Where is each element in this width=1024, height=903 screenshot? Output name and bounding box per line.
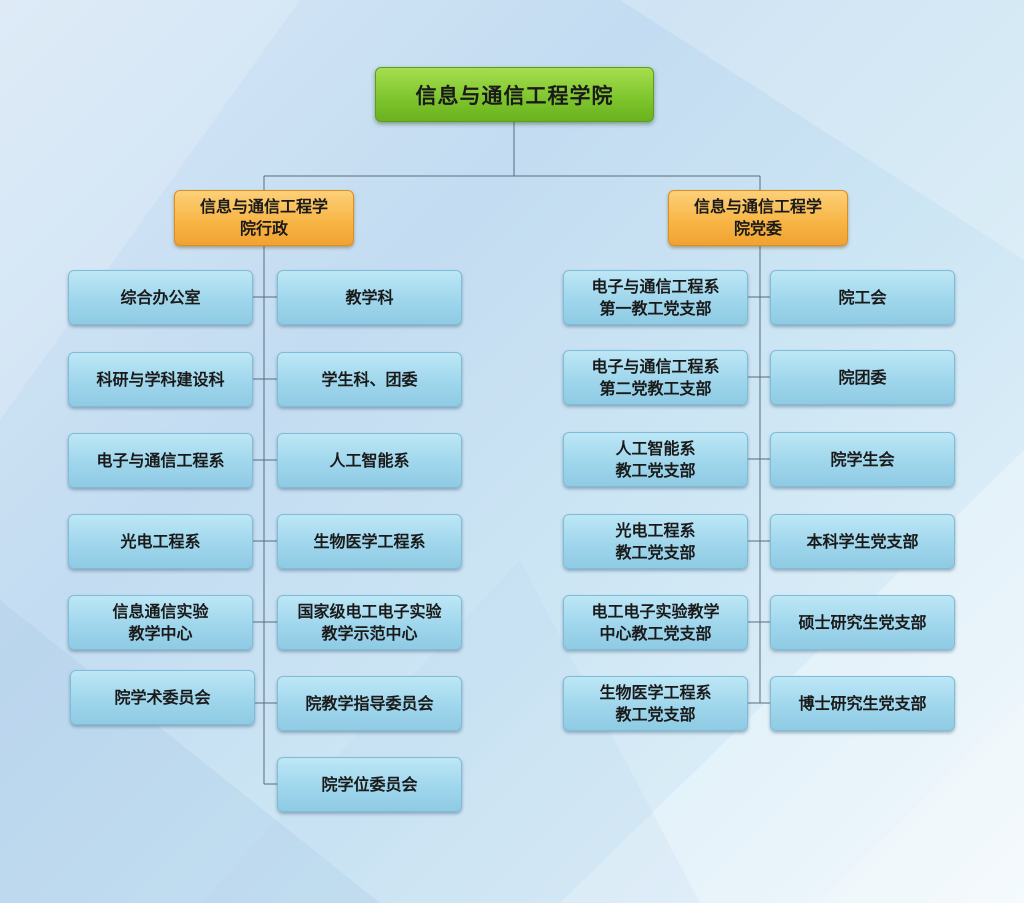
admin-left-node-4: 光电工程系 <box>68 514 253 569</box>
party-right-node-2: 院团委 <box>770 350 955 405</box>
party-left-node-3: 人工智能系 教工党支部 <box>563 432 748 487</box>
admin-branch-node: 信息与通信工程学 院行政 <box>174 190 354 246</box>
admin-left-node-2: 科研与学科建设科 <box>68 352 253 407</box>
party-left-node-4: 光电工程系 教工党支部 <box>563 514 748 569</box>
admin-left-node-5: 信息通信实验 教学中心 <box>68 595 253 650</box>
party-left-node-2: 电子与通信工程系 第二党教工支部 <box>563 350 748 405</box>
college-root-node: 信息与通信工程学院 <box>375 67 654 122</box>
admin-right-node-3: 人工智能系 <box>277 433 462 488</box>
party-branch-node: 信息与通信工程学 院党委 <box>668 190 848 246</box>
admin-right-node-2: 学生科、团委 <box>277 352 462 407</box>
party-right-node-4: 本科学生党支部 <box>770 514 955 569</box>
admin-right-node-5: 国家级电工电子实验 教学示范中心 <box>277 595 462 650</box>
admin-left-node-3: 电子与通信工程系 <box>68 433 253 488</box>
party-right-node-1: 院工会 <box>770 270 955 325</box>
admin-left-node-6: 院学术委员会 <box>70 670 255 725</box>
party-left-node-1: 电子与通信工程系 第一教工党支部 <box>563 270 748 325</box>
party-left-node-5: 电工电子实验教学 中心教工党支部 <box>563 595 748 650</box>
admin-right-node-6: 院教学指导委员会 <box>277 676 462 731</box>
admin-right-node-4: 生物医学工程系 <box>277 514 462 569</box>
party-left-node-6: 生物医学工程系 教工党支部 <box>563 676 748 731</box>
party-right-node-3: 院学生会 <box>770 432 955 487</box>
party-right-node-5: 硕士研究生党支部 <box>770 595 955 650</box>
admin-left-node-1: 综合办公室 <box>68 270 253 325</box>
admin-right-node-7: 院学位委员会 <box>277 757 462 812</box>
admin-right-node-1: 教学科 <box>277 270 462 325</box>
party-right-node-6: 博士研究生党支部 <box>770 676 955 731</box>
